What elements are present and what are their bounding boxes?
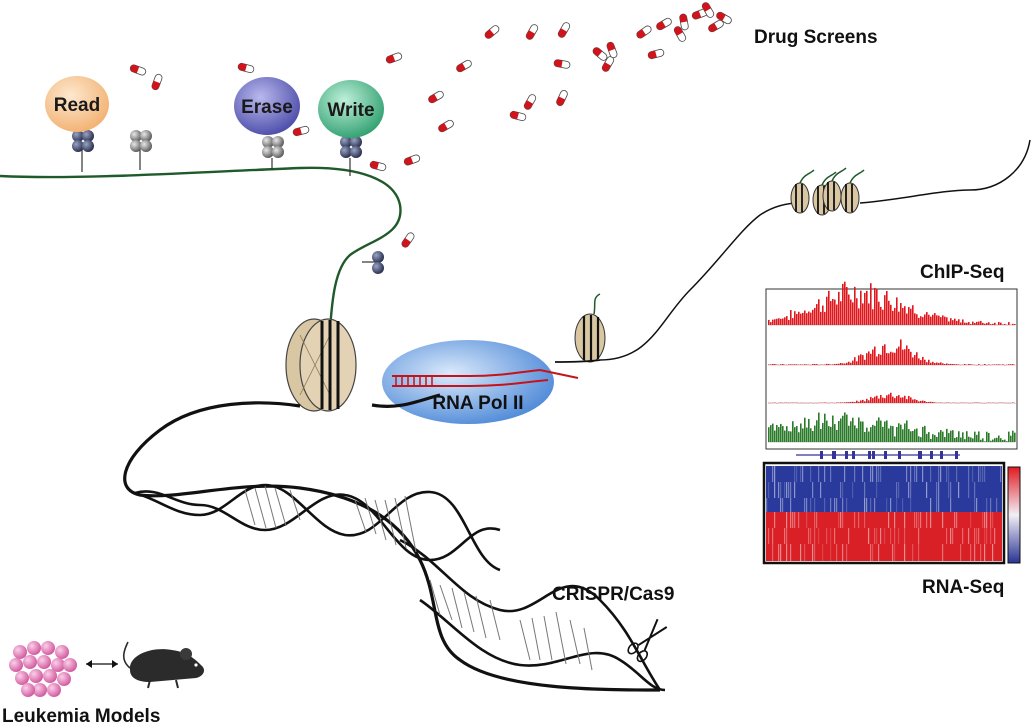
pill-icon [150,72,164,92]
pill-icon [483,23,501,41]
rna-seq-heatmap [762,461,1021,565]
erase-label: Erase [241,97,293,118]
pill-icon [634,24,654,40]
heatmap-rows [766,466,1002,561]
pill-icon [400,230,416,250]
rna-seq-label: RNA-Seq [922,577,1004,598]
methyl-cluster-read [72,130,94,152]
nucleosome-small [574,293,606,363]
pill-icon [236,62,256,74]
chromatin-thin-fiber [599,139,1031,361]
color-scale [1007,466,1021,564]
pill-icon [553,58,571,70]
leukemia-models-label: Leukemia Models [2,706,160,726]
pill-icon [556,20,572,40]
pill-icon [384,51,404,65]
drug-screens-label: Drug Screens [754,27,878,48]
pill-icon [128,63,148,77]
nucleosome-array [790,167,865,216]
helix-base-pairs [244,485,593,671]
write-label: Write [327,100,374,121]
histone-marks [72,130,384,274]
pill-icon [605,40,619,60]
pill-icon [291,125,311,137]
erase-protein: Erase [234,77,300,135]
chip-seq-tracks [768,281,1016,443]
pill-icon [436,118,456,134]
scissors-icon [627,618,668,663]
pill-icon [646,48,666,60]
rna-pol-ii: RNA Pol II [382,340,579,424]
pill-icon [591,45,609,63]
read-protein: Read [45,76,109,132]
pill-icon [368,160,388,172]
dna-thick-strand [123,401,661,692]
chip-seq-panel [765,281,1018,450]
crispr-label: CRISPR/Cas9 [552,584,675,605]
pill-icon [654,16,674,32]
rna-pol-label: RNA Pol II [432,393,523,414]
chip-seq-label: ChIP-Seq [920,262,1004,283]
mouse-icon [122,641,204,689]
read-label: Read [54,95,100,116]
pill-icon [508,110,528,122]
methyl-cluster-erase [262,136,284,158]
dna-double-helix [134,483,666,692]
write-protein: Write [318,80,384,138]
methyl-cluster-write [340,136,362,158]
methyl-cluster-free [372,251,384,274]
pill-icon [554,88,570,108]
double-arrow-icon [86,660,118,668]
methyl-cluster-gray [130,130,152,152]
pill-icon [524,22,540,42]
drug-pills [128,0,734,250]
nucleosome-large [285,318,357,412]
gene-model [796,451,960,459]
chromatin-green-fiber [0,166,402,331]
leukemia-cells [9,641,77,697]
pill-icon [522,92,538,112]
pill-icon [426,89,446,105]
pill-icon [402,153,422,167]
pill-icon [454,58,474,74]
